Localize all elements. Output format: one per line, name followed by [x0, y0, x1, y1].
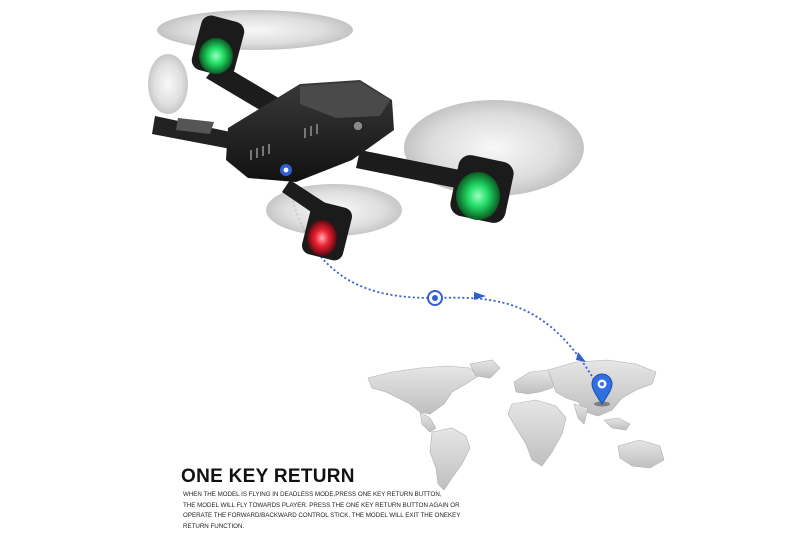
camera-lens-icon: [352, 120, 364, 132]
propeller-disc: [157, 10, 353, 50]
map-north-america: [367, 365, 479, 415]
motor-light-green: [191, 15, 245, 77]
drone-top-shell: [300, 82, 390, 118]
location-pin-icon: [591, 373, 613, 407]
map-india: [573, 403, 589, 425]
path-arrow-icon: [576, 352, 586, 362]
headline-title: ONE KEY RETURN: [181, 466, 355, 487]
map-south-america: [429, 427, 471, 491]
description-line: OPERATE THE FORWARD/BACKWARD CONTROL STI…: [183, 512, 461, 519]
map-europe: [513, 369, 561, 395]
description-line: THE MODEL WILL FLY TOWARDS PLAYER. PRESS…: [183, 501, 460, 509]
world-map-illustration: [367, 359, 665, 491]
motor-light-red: [302, 201, 352, 261]
drone-arm: [176, 118, 214, 134]
drone-vents: [250, 124, 318, 160]
map-australia: [617, 439, 665, 469]
drone-arm: [152, 116, 240, 150]
return-point-marker-icon: [280, 164, 292, 176]
drone-arm: [356, 150, 470, 190]
map-central-america: [419, 411, 437, 433]
description-line: RETURN FUNCTION.: [183, 522, 245, 530]
path-arrow-icon: [474, 292, 486, 300]
target-ring-icon: [427, 290, 443, 306]
map-greenland: [469, 359, 501, 379]
map-se-asia: [603, 417, 631, 431]
propeller-disc: [148, 54, 188, 114]
description-text: WHEN THE MODEL IS FLYING IN DEADLESS MOD…: [183, 490, 483, 532]
drone-illustration: [148, 10, 584, 261]
motor-light-green: [450, 155, 514, 223]
description-line: WHEN THE MODEL IS FLYING IN DEADLESS MOD…: [183, 491, 442, 498]
map-africa: [507, 399, 567, 467]
